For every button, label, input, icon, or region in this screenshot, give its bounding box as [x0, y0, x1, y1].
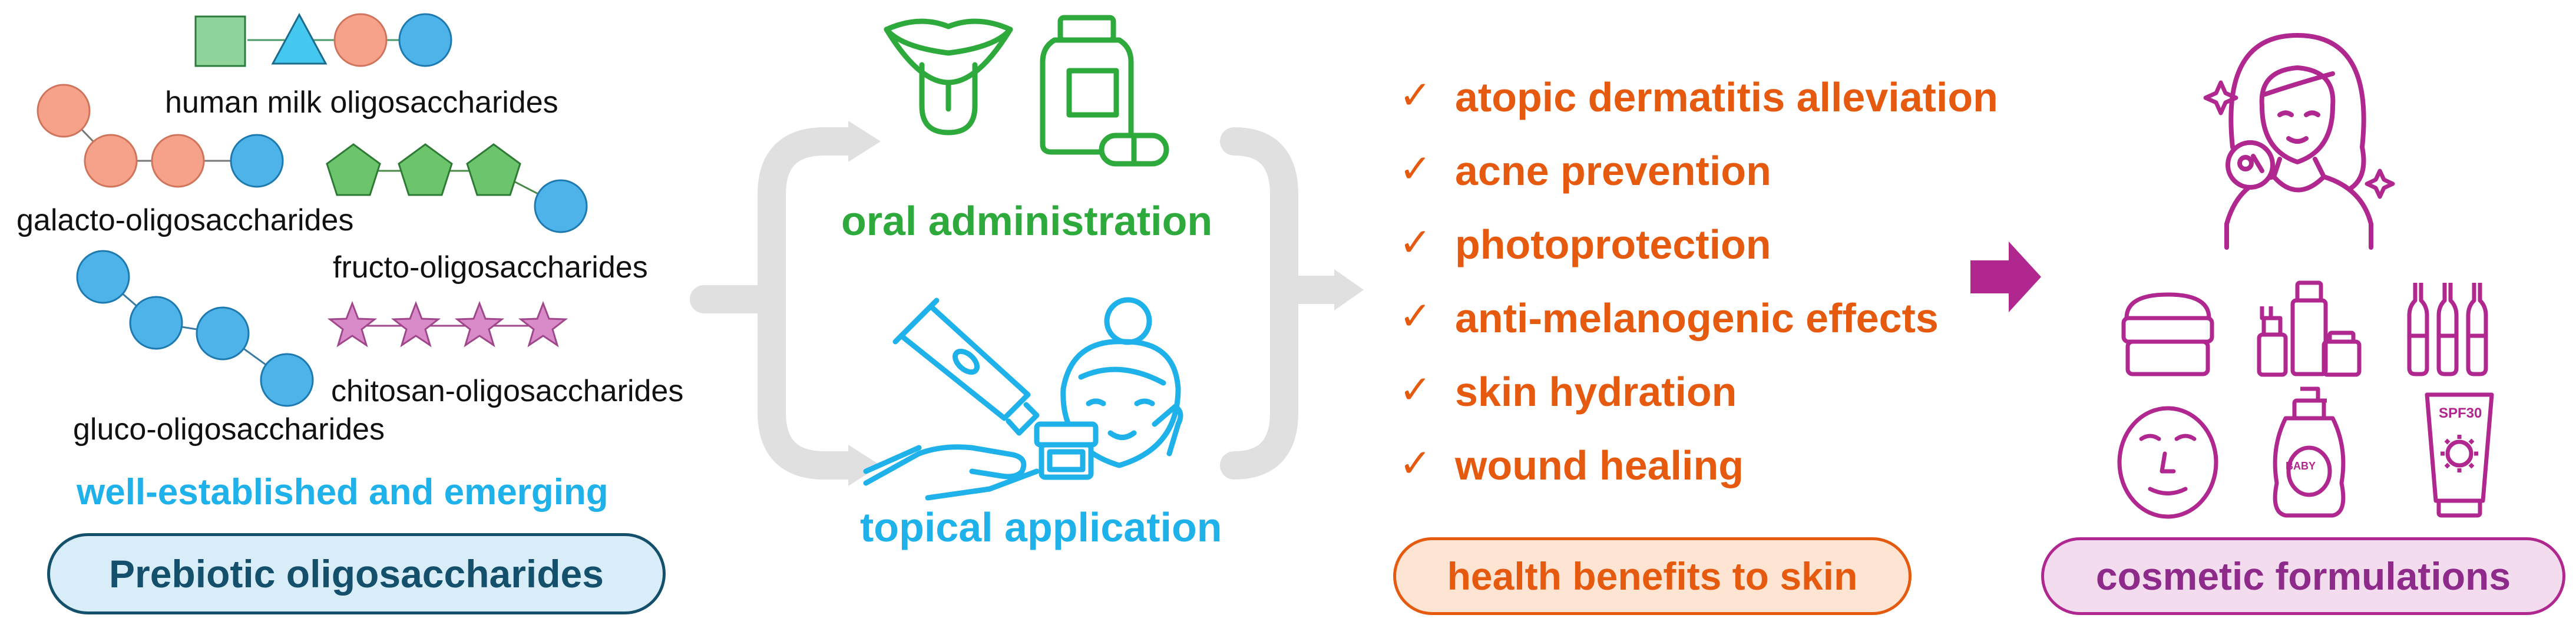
ampoules-icon [2407, 283, 2488, 376]
fos-label: fructo-oligosaccharides [333, 250, 648, 285]
benefits-box: health benefits to skin [1393, 537, 1912, 615]
cream-jar-icon [1034, 421, 1099, 480]
pentagon-sugar-icon [326, 143, 381, 196]
oral-label: oral administration [841, 198, 1213, 244]
circle-sugar-icon [196, 306, 250, 361]
circle-sugar-icon [398, 13, 452, 67]
pentagon-sugar-icon [466, 143, 521, 196]
gos-label: galacto-oligosaccharides [16, 203, 354, 237]
circle-sugar-icon [129, 296, 183, 350]
circle-sugar-icon [534, 179, 588, 233]
benefit-item: acne prevention [1455, 148, 1771, 194]
cos-chain [327, 300, 568, 348]
pill-bottle-icon [1040, 15, 1134, 155]
circle-sugar-icon [333, 13, 388, 67]
circle-sugar-icon [260, 353, 314, 407]
cosmetics-box-label: cosmetic formulations [2095, 554, 2511, 598]
flow-arrows [690, 127, 1348, 480]
prebiotic-box-label: Prebiotic oligosaccharides [109, 552, 604, 596]
glc-label: gluco-oligosaccharides [73, 412, 385, 447]
glc-chain [76, 250, 314, 407]
hand-icon [863, 444, 1040, 501]
prebiotic-box: Prebiotic oligosaccharides [47, 533, 666, 614]
circle-sugar-icon [230, 134, 284, 188]
cos-label: chitosan-oligosaccharides [331, 374, 684, 408]
woman-portrait-icon [2224, 33, 2373, 250]
check-icon: ✓ [1399, 147, 1432, 190]
spf-text: SPF30 [2439, 405, 2482, 421]
benefit-item: wound healing [1455, 442, 1744, 488]
circle-sugar-icon [151, 134, 205, 188]
face-mask-icon [2117, 406, 2218, 519]
benefit-item: skin hydration [1455, 369, 1737, 415]
check-icon: ✓ [1399, 73, 1432, 117]
cosmetics-box: cosmetic formulations [2041, 537, 2565, 615]
hmo-label: human milk oligosaccharides [165, 85, 558, 120]
gos-chain [37, 84, 284, 188]
circle-sugar-icon [37, 84, 91, 138]
capsule-icon [1099, 133, 1169, 167]
sugar-caption: well-established and emerging [77, 472, 609, 513]
bottles-icon [2257, 280, 2362, 377]
star-sugar-icon [327, 300, 378, 348]
baby-bottle-text: BABY [2286, 460, 2316, 472]
sparkle-icon [2203, 80, 2395, 199]
check-icon: ✓ [1399, 220, 1432, 264]
check-icon: ✓ [1399, 294, 1432, 338]
benefit-item: photoprotection [1455, 222, 1771, 267]
woman-face-icon [1060, 297, 1183, 468]
mouth-icon [884, 18, 1013, 135]
benefits-box-label: health benefits to skin [1447, 554, 1858, 598]
right-arrow-icon [1970, 242, 2041, 312]
circle-sugar-icon [84, 134, 138, 188]
hmo-chain [194, 12, 452, 67]
star-sugar-icon [518, 300, 568, 348]
circle-sugar-icon [76, 250, 130, 304]
fos-chain [326, 143, 588, 233]
triangle-sugar-icon [271, 12, 328, 65]
check-icon: ✓ [1399, 441, 1432, 485]
baby-bottle-icon [2273, 386, 2346, 518]
check-icon: ✓ [1399, 368, 1432, 411]
flow-arrowheads [848, 121, 1364, 486]
star-sugar-icon [391, 300, 441, 348]
benefit-item: anti-melanogenic effects [1455, 295, 1939, 341]
square-sugar-icon [194, 15, 246, 67]
cream-tube-icon [892, 297, 1040, 436]
star-sugar-icon [454, 300, 505, 348]
topical-label: topical application [860, 504, 1222, 550]
pentagon-sugar-icon [398, 143, 453, 196]
benefit-item: atopic dermatitis alleviation [1455, 74, 1998, 120]
cream-jar-icon [2121, 292, 2214, 376]
sunscreen-tube-icon [2425, 392, 2494, 518]
